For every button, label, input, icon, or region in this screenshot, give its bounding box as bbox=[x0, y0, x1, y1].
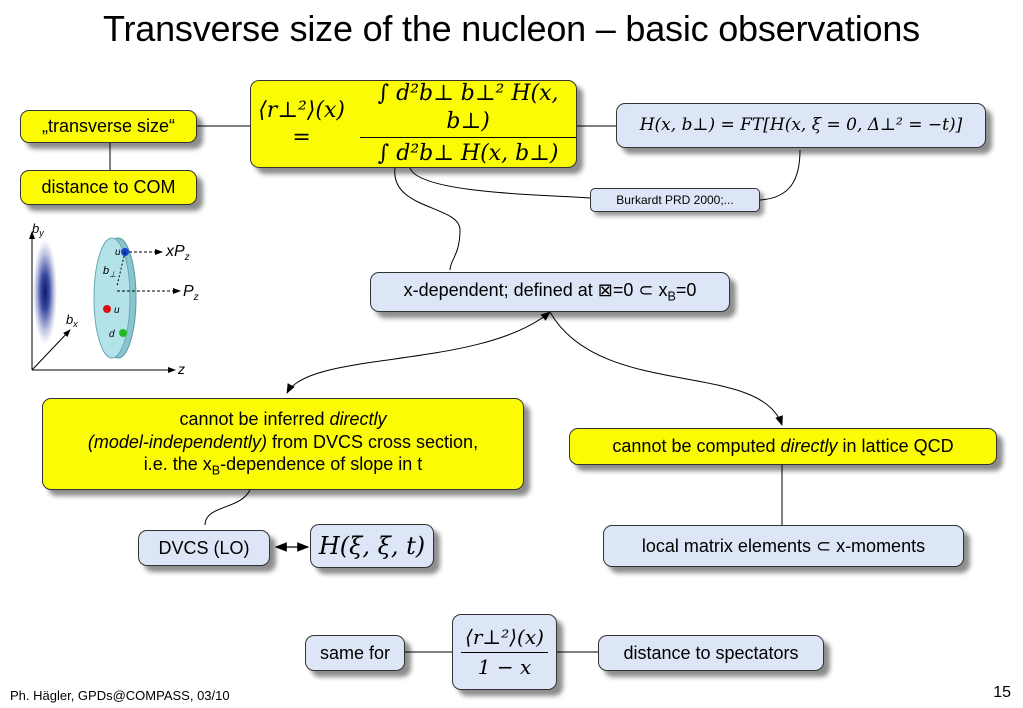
same-for-label: same for bbox=[319, 642, 391, 663]
u-label-mid: u bbox=[114, 305, 120, 316]
pz-label: Pz bbox=[183, 283, 199, 303]
cannot-inferred-box: cannot be inferred directly (model-indep… bbox=[42, 398, 524, 490]
nucleon-disk bbox=[93, 237, 131, 359]
d-label: d bbox=[109, 329, 115, 340]
cannot-inferred-line3-a: i.e. the x bbox=[143, 454, 212, 475]
cannot-inferred-line2-b: from DVCS cross section, bbox=[267, 431, 479, 452]
distance-spectators-label: distance to spectators bbox=[623, 642, 799, 663]
x-dependent-box: x-dependent; defined at ⊠=0 ⊂ xB=0 bbox=[370, 272, 730, 312]
cannot-inferred-line3-b: -dependence of slope in t bbox=[220, 454, 423, 475]
cannot-computed-box: cannot be computed directly in lattice Q… bbox=[569, 428, 997, 465]
cannot-inferred-line3: i.e. the xB-dependence of slope in t bbox=[144, 453, 423, 479]
ratio-formula-box: ⟨r⊥²⟩(x) 1 − x bbox=[452, 614, 557, 690]
x-dependent-glyph1: ⊠ bbox=[597, 279, 613, 300]
local-matrix-box: local matrix elements ⊂ x-moments bbox=[603, 525, 964, 567]
cannot-inferred-line3-sub: B bbox=[211, 463, 221, 478]
bx-axis bbox=[31, 329, 71, 371]
cannot-computed-text: cannot be computed directly in lattice Q… bbox=[612, 435, 953, 458]
dvcs-lo-label: DVCS (LO) bbox=[158, 537, 250, 558]
nucleon-diagram: by bx z xPz Pz b⊥ u u d bbox=[29, 221, 199, 377]
cannot-inferred-line1-a: cannot be inferred bbox=[179, 409, 330, 430]
rperp-numerator: ∫ d²b⊥ b⊥² H(x, b⊥) bbox=[360, 80, 576, 139]
u-quark-red bbox=[103, 305, 111, 313]
rperp-lhs: ⟨r⊥²⟩(x) = bbox=[258, 97, 345, 151]
x-dependent-text: x-dependent; defined at ⊠=0 ⊂ xB=0 bbox=[404, 279, 697, 305]
x-dependent-part2: =0 bbox=[612, 279, 639, 300]
ft-formula-box: H(x, b⊥) = FT[H(x, ξ = 0, Δ⊥² = −t)] bbox=[616, 103, 986, 148]
transverse-size-label: „transverse size“ bbox=[41, 116, 176, 137]
distance-com-box: distance to COM bbox=[20, 170, 197, 205]
distance-com-label: distance to COM bbox=[41, 177, 176, 198]
slide-title: Transverse size of the nucleon – basic o… bbox=[103, 8, 920, 49]
by-label: by bbox=[32, 221, 44, 238]
b-perp-label: b⊥ bbox=[103, 265, 116, 279]
h-xi-box: H(ξ, ξ, t) bbox=[310, 524, 434, 568]
z-label: z bbox=[177, 361, 185, 377]
cannot-inferred-line1-b: directly bbox=[329, 409, 387, 430]
u-quark-blue bbox=[121, 248, 129, 256]
x-dependent-glyph2: ⊂ bbox=[638, 279, 654, 300]
ratio-numerator: ⟨r⊥²⟩(x) bbox=[461, 625, 548, 653]
h-xi-formula: H(ξ, ξ, t) bbox=[318, 532, 426, 560]
ft-formula: H(x, b⊥) = FT[H(x, ξ = 0, Δ⊥² = −t)] bbox=[639, 114, 963, 135]
dvcs-lo-box: DVCS (LO) bbox=[138, 530, 270, 566]
distance-spectators-box: distance to spectators bbox=[598, 635, 824, 671]
transverse-size-box: „transverse size“ bbox=[20, 110, 197, 143]
cannot-inferred-line2-a: (model-independently) bbox=[87, 431, 268, 452]
bx-label: bx bbox=[66, 312, 78, 329]
page-number: 15 bbox=[993, 684, 1011, 701]
xpz-label: xPz bbox=[165, 243, 190, 263]
local-matrix-a: local matrix elements bbox=[641, 535, 816, 556]
same-for-box: same for bbox=[305, 635, 405, 671]
x-dependent-sub: B bbox=[667, 289, 676, 304]
rperp-denominator: ∫ d²b⊥ H(x, b⊥) bbox=[377, 141, 559, 167]
ratio-denominator: 1 − x bbox=[477, 654, 532, 679]
burkardt-reference-box: Burkardt PRD 2000;... bbox=[590, 188, 760, 212]
x-dependent-part1: x-dependent; defined at bbox=[403, 279, 598, 300]
d-quark-green bbox=[119, 329, 127, 337]
b-perp-line bbox=[116, 251, 126, 287]
cannot-computed-b: directly bbox=[780, 436, 838, 457]
cannot-inferred-line2: (model-independently) from DVCS cross se… bbox=[88, 431, 478, 454]
cannot-computed-a: cannot be computed bbox=[612, 436, 781, 457]
x-dependent-part3: x bbox=[653, 279, 668, 300]
local-matrix-glyph: ⊂ bbox=[815, 535, 832, 556]
local-matrix-b: x-moments bbox=[831, 535, 926, 556]
x-dependent-part4: =0 bbox=[675, 279, 697, 300]
local-matrix-text: local matrix elements ⊂ x-moments bbox=[642, 535, 925, 558]
burkardt-reference: Burkardt PRD 2000;... bbox=[616, 192, 734, 207]
u-label-top: u bbox=[115, 247, 121, 258]
rperp-formula-box: ⟨r⊥²⟩(x) = ∫ d²b⊥ b⊥² H(x, b⊥) ∫ d²b⊥ H(… bbox=[250, 80, 577, 168]
cannot-inferred-line1: cannot be inferred directly bbox=[179, 408, 386, 431]
footer-author: Ph. Hägler, GPDs@COMPASS, 03/10 bbox=[10, 688, 230, 703]
cannot-computed-c: in lattice QCD bbox=[837, 436, 954, 457]
density-blob bbox=[33, 240, 57, 344]
ratio-fraction: ⟨r⊥²⟩(x) 1 − x bbox=[461, 625, 548, 680]
rperp-fraction: ∫ d²b⊥ b⊥² H(x, b⊥) ∫ d²b⊥ H(x, b⊥) bbox=[360, 80, 576, 168]
